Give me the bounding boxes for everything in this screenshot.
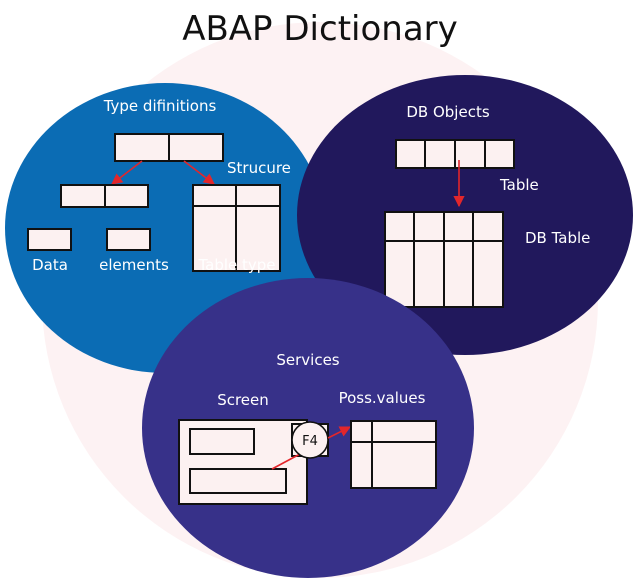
structure-box bbox=[114, 133, 170, 162]
data-label: Data bbox=[32, 256, 68, 274]
arrow-icon bbox=[111, 160, 143, 185]
arrow-icon bbox=[327, 426, 352, 439]
services-heading: Services bbox=[276, 351, 339, 369]
screen-field bbox=[189, 468, 287, 494]
f4-key-label: F4 bbox=[302, 434, 318, 449]
page-title: ABAP Dictionary bbox=[182, 9, 458, 49]
table-label: Table bbox=[499, 176, 539, 194]
data-element-box bbox=[106, 228, 151, 251]
f4-key-icon bbox=[291, 421, 329, 459]
db-objects-group: DB Objects Table DB Table bbox=[297, 75, 633, 355]
services-group: Services Screen Poss.values F4 bbox=[142, 278, 474, 578]
arrow-icon bbox=[271, 453, 301, 470]
db-objects-heading: DB Objects bbox=[406, 103, 489, 121]
poss-values-label: Poss.values bbox=[339, 389, 426, 407]
table-type-label: Table type bbox=[197, 256, 275, 274]
db-table-label: DB Table bbox=[525, 229, 590, 247]
structure-box bbox=[60, 184, 106, 208]
structure-box bbox=[168, 133, 224, 162]
arrow-icon bbox=[183, 160, 215, 185]
screen-label: Screen bbox=[217, 391, 269, 409]
structure-label: Strucure bbox=[227, 159, 291, 177]
data-element-box bbox=[27, 228, 72, 251]
structure-box bbox=[104, 184, 149, 208]
screen-field bbox=[189, 428, 255, 455]
type-definitions-heading: Type difinitions bbox=[103, 97, 217, 115]
elements-label: elements bbox=[99, 256, 169, 274]
poss-values-table bbox=[350, 420, 437, 489]
